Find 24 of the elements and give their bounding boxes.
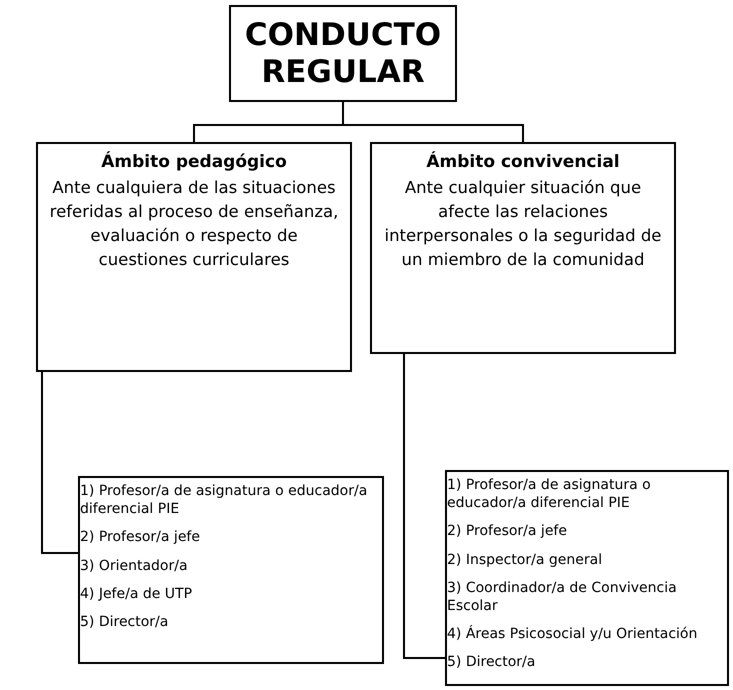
list-item: 2) Profesor/a jefe [80,528,201,547]
list-item: 4) Jefe/a de UTP [80,584,194,603]
list-item: 2) Profesor/a jefe [447,522,568,541]
title-text: CONDUCTO REGULAR [244,16,442,92]
list-box [445,470,729,686]
title-box [229,5,457,102]
list-box [78,476,384,664]
connector-line [41,372,78,554]
category-heading: Ámbito convivencial [425,152,621,172]
category-box [36,142,352,372]
list-item: 1) Profesor/a de asignatura o educador/a diferencial PIE [447,476,652,512]
list-item: 2) Inspector/a general [447,550,604,569]
list-item: 4) Áreas Psicosocial y/u Orientación [447,625,698,644]
list-item: 5) Director/a [447,653,536,672]
category-description: Ante cualquiera de las situaciones referidas al proceso de enseñanza, evaluación o respecto de cuestiones curriculares [48,177,340,271]
category-box [370,142,676,354]
category-description: Ante cualquier situación que afecte las relaciones interpersonales o la seguridad de un miembro de la comunidad [384,177,662,271]
list-item: 3) Coordinador/a de Convivencia Escolar [447,578,678,616]
list-item: 1) Profesor/a de asignatura o educador/a diferencial PIE [80,482,368,518]
connector-line [342,102,524,142]
connector-line [403,354,445,659]
list-item: 5) Director/a [80,612,170,632]
list-item: 3) Orientador/a [80,556,189,575]
category-heading: Ámbito pedagógico [100,152,288,172]
